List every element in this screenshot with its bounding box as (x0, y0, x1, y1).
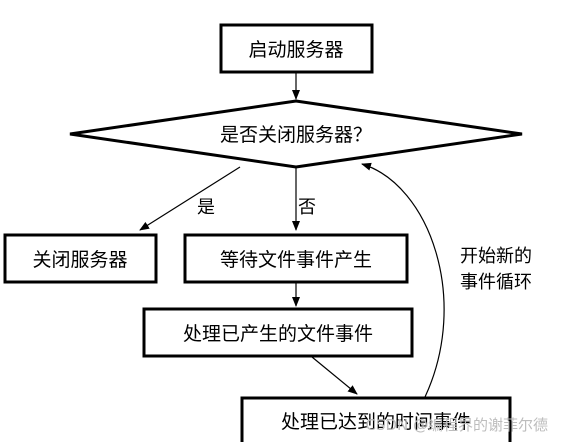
yes-label: 是 (197, 197, 215, 218)
arrow-file-to-time-events (311, 356, 358, 395)
loop-note-line2: 事件循环 (460, 272, 532, 293)
close-server-node: 关闭服务器 (3, 233, 158, 284)
close-server-label: 关闭服务器 (32, 249, 127, 271)
start-server-node: 启动服务器 (219, 23, 374, 74)
process-file-events-label: 处理已产生的文件事件 (183, 323, 373, 345)
process-time-events-node: 处理已达到的时间事件 (240, 396, 512, 442)
loop-note-line1: 开始新的 (460, 246, 532, 267)
watermark-text: CSDN @编程界的谢菲尔德 (365, 416, 548, 434)
start-server-label: 启动服务器 (248, 39, 343, 61)
arrow-loop-back-to-decision (361, 162, 445, 398)
wait-file-events-label: 等待文件事件产生 (220, 249, 372, 271)
wait-file-events-node: 等待文件事件产生 (183, 233, 409, 284)
process-time-events-label: 处理已达到的时间事件 (281, 411, 471, 433)
arrow-yes-to-close (139, 166, 241, 231)
decision-node: 是否关闭服务器？ (69, 99, 523, 169)
decision-label: 是否关闭服务器？ (220, 124, 372, 146)
process-file-events-node: 处理已产生的文件事件 (142, 307, 414, 358)
no-label: 否 (298, 197, 316, 218)
